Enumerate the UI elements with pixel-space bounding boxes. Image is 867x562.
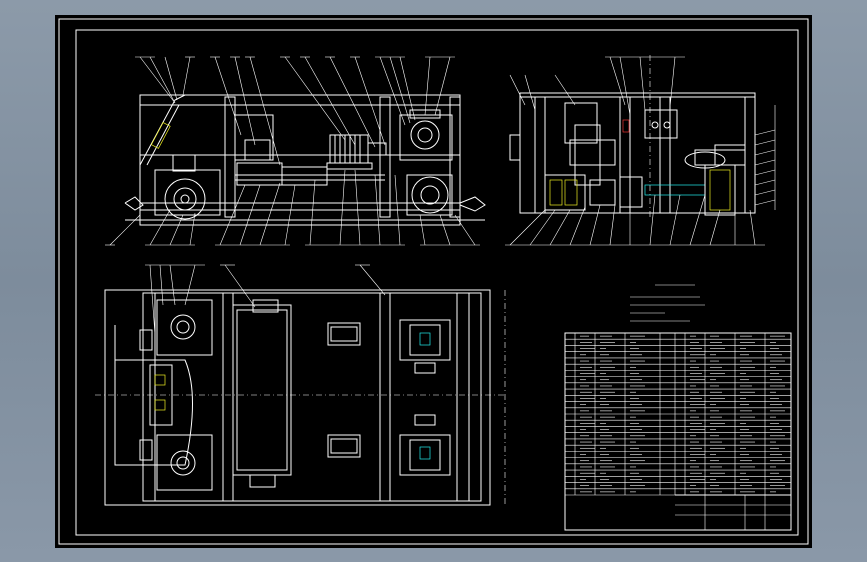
sheet-inner-border	[75, 29, 799, 536]
sheet-outer-border	[58, 18, 809, 545]
technical-notes	[630, 284, 705, 322]
side-elevation-view	[505, 55, 776, 246]
front-elevation-view	[105, 56, 486, 246]
cad-viewport[interactable]	[55, 15, 812, 548]
plan-view	[95, 264, 506, 506]
assembly-drawing	[58, 18, 809, 545]
parts-list-table	[564, 332, 792, 531]
